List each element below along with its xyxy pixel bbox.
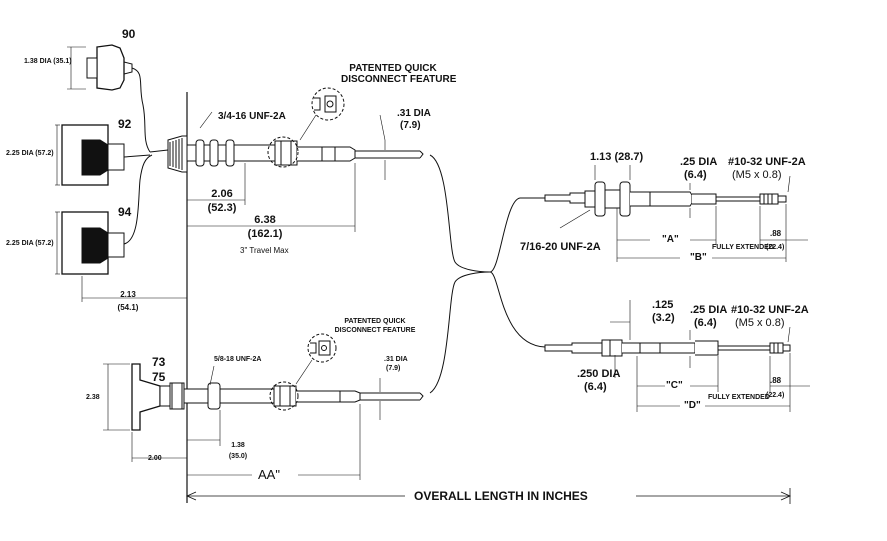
lower-end-dim-mm: (22.4): [766, 392, 785, 399]
dim-a: "A": [662, 234, 679, 245]
dim-2-06: 2.06: [211, 188, 233, 200]
handle-height: 2.38: [86, 394, 100, 401]
dim-2-13-mm: (54.1): [117, 303, 139, 312]
knob-92-dia: 2.25 DIA (57.2): [6, 150, 54, 157]
knob-92: [55, 124, 151, 186]
upper-cable-dia: .31 DIA: [397, 108, 431, 119]
dim-2-13: 2.13: [120, 290, 136, 299]
lower-dia-250-mm: (6.4): [584, 381, 607, 393]
part-number-94: 94: [118, 205, 132, 219]
upper-end-dim-mm: (22.4): [766, 244, 785, 251]
lower-thread-metric: (M5 x 0.8): [735, 317, 785, 329]
knob-90: [67, 44, 151, 153]
knob-94-dia: 2.25 DIA (57.2): [6, 240, 54, 247]
upper-end-dim: .88: [770, 229, 782, 238]
dim-aa: AA": [258, 467, 280, 482]
lower-quick-disconnect-line2: DISCONNECT FEATURE: [334, 327, 416, 334]
upper-thread-label: 3/4-16 UNF-2A: [218, 111, 286, 122]
dim-125: .125: [652, 299, 674, 311]
upper-cable-dia-mm: (7.9): [400, 120, 421, 131]
dim-1-13: 1.13 (28.7): [590, 151, 644, 163]
upper-quick-disconnect-line2: DISCONNECT FEATURE: [341, 74, 457, 85]
part-number-92: 92: [118, 117, 132, 131]
lower-dia-250: .250 DIA: [577, 368, 621, 380]
part-number-73: 73: [152, 355, 166, 369]
dim-b: "B": [690, 252, 707, 263]
upper-dia-25: .25 DIA: [680, 156, 718, 168]
knob-94: [55, 154, 187, 302]
dim-2-06-mm: (52.3): [207, 202, 237, 214]
overall-length-label: OVERALL LENGTH IN INCHES: [414, 489, 588, 503]
travel-note: 3" Travel Max: [240, 246, 289, 255]
upper-thread-7-16: 7/16-20 UNF-2A: [520, 241, 601, 253]
upper-thread-metric: (M5 x 0.8): [732, 169, 782, 181]
lower-fully-extended: FULLY EXTENDED: [708, 394, 770, 401]
lower-quick-disconnect-line1: PATENTED QUICK: [344, 318, 406, 325]
upper-fully-extended: FULLY EXTENDED: [712, 244, 774, 251]
lower-control: [103, 333, 424, 480]
upper-thread-10-32: #10-32 UNF-2A: [728, 156, 806, 168]
lower-output: [544, 300, 810, 412]
lower-cable-dia-mm: (7.9): [386, 365, 401, 372]
dim-1-38-mm: (35.0): [228, 453, 248, 460]
overall-length-dimension: [186, 488, 791, 504]
dim-6-38-mm: (162.1): [247, 228, 283, 240]
part-number-75: 75: [152, 370, 166, 384]
lower-thread-10-32: #10-32 UNF-2A: [731, 304, 809, 316]
dim-c: "C": [666, 380, 683, 391]
dim-1-38: 1.38: [231, 442, 245, 449]
dim-125-mm: (3.2): [652, 312, 675, 324]
upper-quick-disconnect-line1: PATENTED QUICK: [349, 63, 437, 74]
lower-end-dim: .88: [770, 376, 782, 385]
lower-thread-label: 5/8-18 UNF-2A: [214, 356, 262, 363]
upper-dia-25-mm: (6.4): [684, 169, 707, 181]
upper-control: [149, 87, 424, 232]
upper-output: [544, 165, 808, 262]
lower-cable-dia: .31 DIA: [384, 356, 408, 363]
knob-90-dia: 1.38 DIA (35.1): [24, 58, 72, 65]
handle-width: 2.00: [148, 455, 162, 462]
dim-d: "D": [684, 400, 701, 411]
part-number-90: 90: [122, 27, 136, 41]
dim-6-38: 6.38: [254, 214, 276, 226]
brace: [429, 154, 491, 394]
lower-dia-25-mm: (6.4): [694, 317, 717, 329]
lower-dia-25: .25 DIA: [690, 304, 728, 316]
